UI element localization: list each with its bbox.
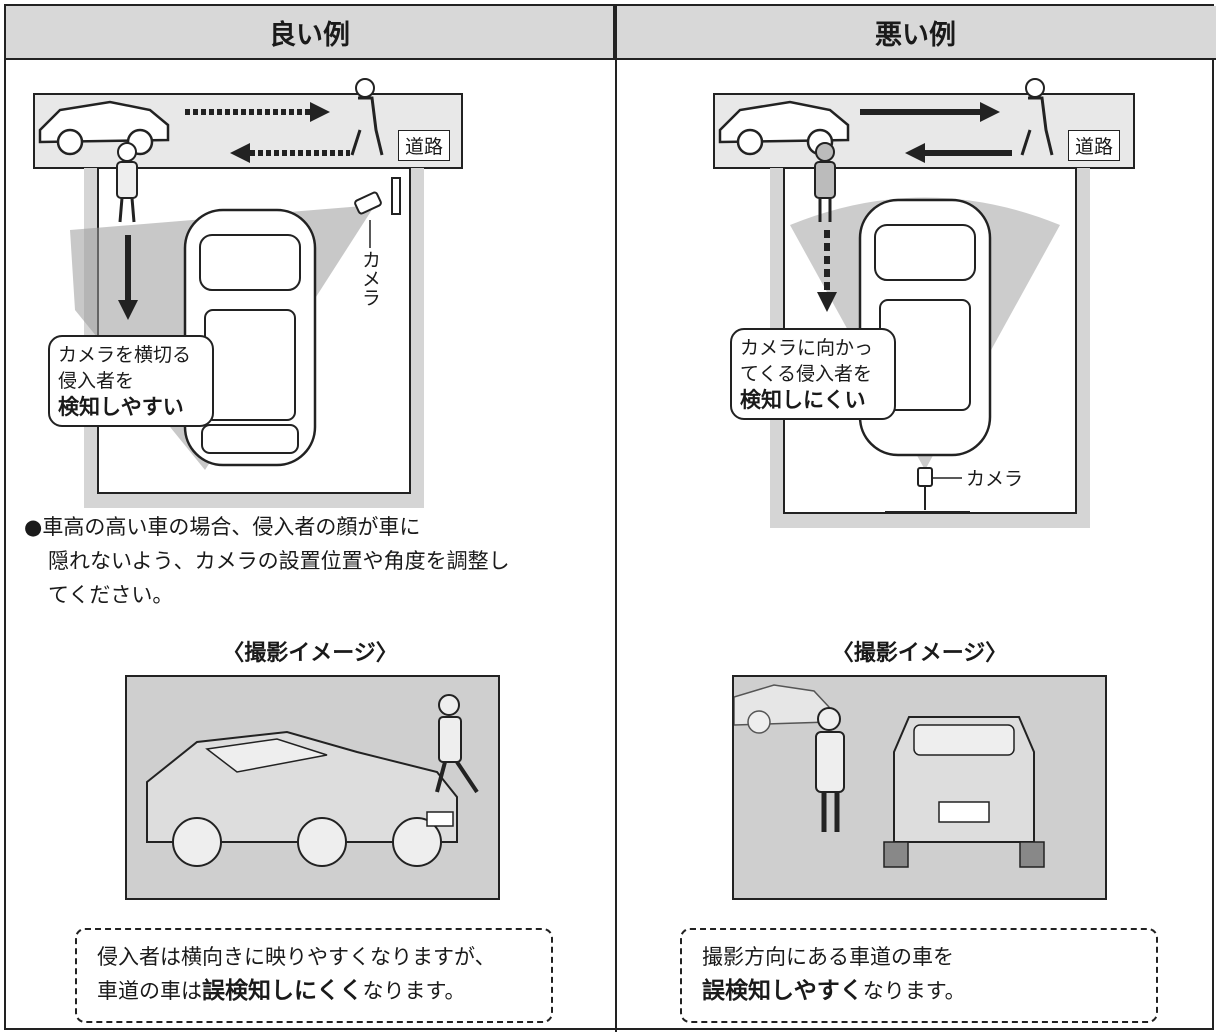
side-view-car-illustration xyxy=(146,694,479,867)
intruder-front-icon xyxy=(815,707,845,832)
intruder-side-icon xyxy=(435,694,479,794)
intruder-icon xyxy=(116,142,138,223)
rear-view-car-illustration xyxy=(734,684,1045,868)
camera-icon xyxy=(354,177,401,248)
road-label: 道路 xyxy=(398,130,451,161)
advice-caption: ●車高の高い車の場合、侵入者の顔が車に 隠れないよう、カメラの設置位置や角度を調… xyxy=(24,515,510,607)
parked-car xyxy=(858,198,992,457)
camera-label: カメラ xyxy=(359,250,381,307)
good-note: 侵入者は横向きに映りやすくなりますが、 車道の車は誤検知しにくくなります。 xyxy=(75,928,553,1023)
comparison-table: 良い例 悪い例 xyxy=(4,4,1216,1032)
camera-icon xyxy=(885,467,970,513)
good-placement-diagram xyxy=(33,78,463,508)
pedestrian-icon xyxy=(1020,78,1054,156)
detection-callout: カメラを横切る 侵入者を 検知しやすい xyxy=(48,335,214,427)
bad-shot-image xyxy=(732,675,1107,900)
bad-example-header: 悪い例 xyxy=(615,6,1216,60)
camera-label: カメラ xyxy=(966,468,1024,490)
bad-photo-title: 〈撮影イメージ〉 xyxy=(831,641,1008,666)
bad-note: 撮影方向にある車道の車を 誤検知しやすくなります。 xyxy=(680,928,1158,1023)
road-car xyxy=(38,100,170,156)
good-example-header: 良い例 xyxy=(6,6,615,60)
intruder-icon xyxy=(814,142,836,222)
detection-callout: カメラに向かっ てくる侵入者を 検知しにくい xyxy=(730,328,896,420)
pedestrian-icon xyxy=(350,78,384,156)
road-label: 道路 xyxy=(1068,130,1121,161)
column-divider xyxy=(615,6,617,1032)
parked-car xyxy=(183,208,317,467)
good-shot-image xyxy=(125,675,500,900)
good-photo-title: 〈撮影イメージ〉 xyxy=(222,641,398,666)
